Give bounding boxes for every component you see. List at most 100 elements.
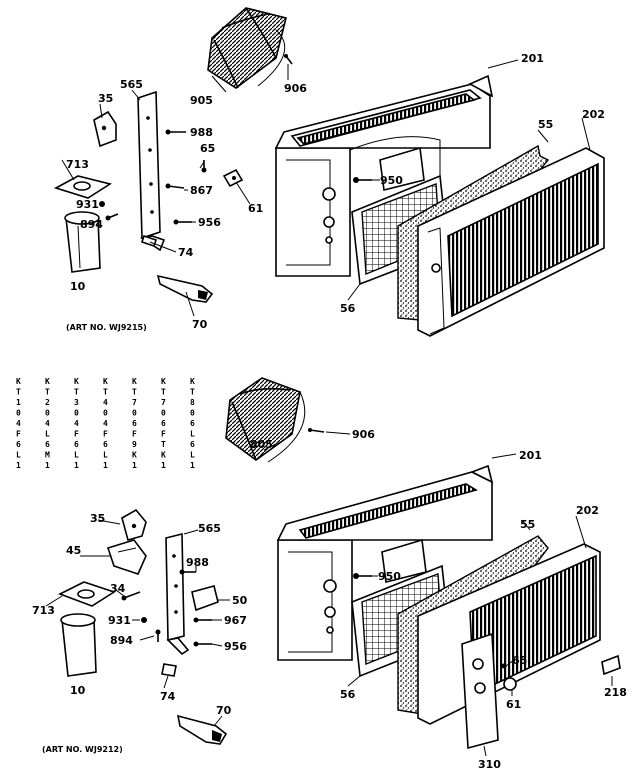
part-label: 931 bbox=[76, 198, 99, 211]
part-label: 894 bbox=[110, 634, 133, 647]
fan-shroud-805 bbox=[225, 377, 306, 463]
model-number-char: T bbox=[16, 388, 21, 397]
model-number-char: 0 bbox=[190, 409, 195, 418]
model-number-char: L bbox=[190, 430, 195, 439]
screw-894 bbox=[155, 629, 161, 642]
model-number-char: 4 bbox=[74, 419, 79, 428]
model-number-char: K bbox=[161, 451, 166, 460]
model-number-char: F bbox=[16, 430, 21, 439]
model-number-char: 1 bbox=[190, 461, 195, 470]
model-number-char: K bbox=[132, 377, 137, 386]
part-label: 988 bbox=[186, 556, 209, 569]
model-number-char: F bbox=[74, 430, 79, 439]
screw-967 bbox=[193, 617, 212, 623]
screw-65 bbox=[201, 160, 207, 173]
part-label: 65 bbox=[200, 142, 215, 155]
part-label: 950 bbox=[380, 174, 403, 187]
bracket-70 bbox=[156, 274, 214, 303]
part-label: 805 bbox=[250, 438, 273, 451]
model-number-char: K bbox=[190, 377, 195, 386]
model-number-char: T bbox=[161, 388, 166, 397]
screw-988 bbox=[165, 129, 186, 135]
model-number-char: 0 bbox=[45, 409, 50, 418]
model-number-char: 6 bbox=[16, 440, 21, 449]
model-number-char: L bbox=[45, 430, 50, 439]
screw-950 bbox=[353, 177, 372, 183]
part-label: 905 bbox=[190, 94, 213, 107]
part-label: 713 bbox=[32, 604, 55, 617]
part-label: 565 bbox=[198, 522, 221, 535]
leader-lines-top bbox=[61, 59, 591, 317]
art-number: (ART NO. WJ9215) bbox=[66, 323, 147, 332]
screw-906 bbox=[308, 428, 325, 433]
model-number-char: 1 bbox=[74, 461, 79, 470]
top-assembly: 201 202 55 906 905 565 35 988 65 713 867… bbox=[53, 7, 605, 337]
model-number-char: 2 bbox=[45, 398, 50, 407]
model-number-char: 1 bbox=[16, 398, 21, 407]
part-label: 74 bbox=[178, 246, 194, 259]
model-number-char: 6 bbox=[103, 440, 108, 449]
fan-shroud-905 bbox=[207, 7, 287, 89]
part-label: 201 bbox=[521, 52, 544, 65]
capacitor-10 bbox=[64, 211, 101, 273]
capacitor-bracket-713 bbox=[58, 581, 116, 607]
part-label: 201 bbox=[519, 449, 542, 462]
part-label: 35 bbox=[90, 512, 105, 525]
model-number-char: 6 bbox=[45, 440, 50, 449]
bottom-assembly: 805 906 201 35 565 55 202 45 988 950 34 … bbox=[32, 377, 627, 771]
model-number-char: 9 bbox=[132, 440, 137, 449]
model-number-char: 6 bbox=[132, 419, 137, 428]
model-number-char: 1 bbox=[132, 461, 137, 470]
capacitor-10 bbox=[60, 613, 97, 677]
model-number-char: K bbox=[74, 377, 79, 386]
part-label: 55 bbox=[520, 518, 535, 531]
model-number-char: 4 bbox=[103, 398, 108, 407]
screw-867 bbox=[165, 183, 185, 189]
relay-35 bbox=[121, 508, 147, 541]
screw-906 bbox=[284, 54, 293, 65]
model-number-char: 7 bbox=[132, 398, 137, 407]
model-number-char: L bbox=[103, 451, 108, 460]
cabinet-201 bbox=[276, 464, 494, 661]
part-label: 70 bbox=[192, 318, 208, 331]
screw-931 bbox=[141, 617, 147, 623]
part-label: 218 bbox=[604, 686, 627, 699]
model-number-char: T bbox=[132, 388, 137, 397]
model-number-char: 1 bbox=[161, 461, 166, 470]
clip-74 bbox=[161, 663, 177, 677]
relay-35 bbox=[93, 110, 117, 148]
part-label: 867 bbox=[190, 184, 213, 197]
part-label: 61 bbox=[506, 698, 521, 711]
part-label: 956 bbox=[198, 216, 221, 229]
model-number-char: K bbox=[161, 377, 166, 386]
screw-65 bbox=[501, 663, 507, 669]
part-label: 70 bbox=[216, 704, 232, 717]
model-number-char: L bbox=[190, 451, 195, 460]
screw-950 bbox=[353, 573, 372, 579]
model-number-char: F bbox=[132, 430, 137, 439]
part-label: 74 bbox=[160, 690, 176, 703]
control-panel-310 bbox=[461, 632, 499, 750]
model-number-char: 6 bbox=[161, 419, 166, 428]
model-number-char: 6 bbox=[190, 419, 195, 428]
part-label: 10 bbox=[70, 280, 86, 293]
switch-45 bbox=[106, 539, 147, 575]
part-label: 56 bbox=[340, 302, 356, 315]
part-label: 50 bbox=[232, 594, 248, 607]
part-label: 65 bbox=[512, 654, 527, 667]
screw-894 bbox=[105, 213, 119, 221]
part-label: 202 bbox=[576, 504, 599, 517]
screw-956 bbox=[173, 219, 192, 225]
clip-74 bbox=[140, 234, 158, 248]
model-number-char: 4 bbox=[45, 419, 50, 428]
part-label: 56 bbox=[340, 688, 356, 701]
part-label: 35 bbox=[98, 92, 113, 105]
model-number-char: L bbox=[74, 451, 79, 460]
model-number-char: T bbox=[45, 388, 50, 397]
